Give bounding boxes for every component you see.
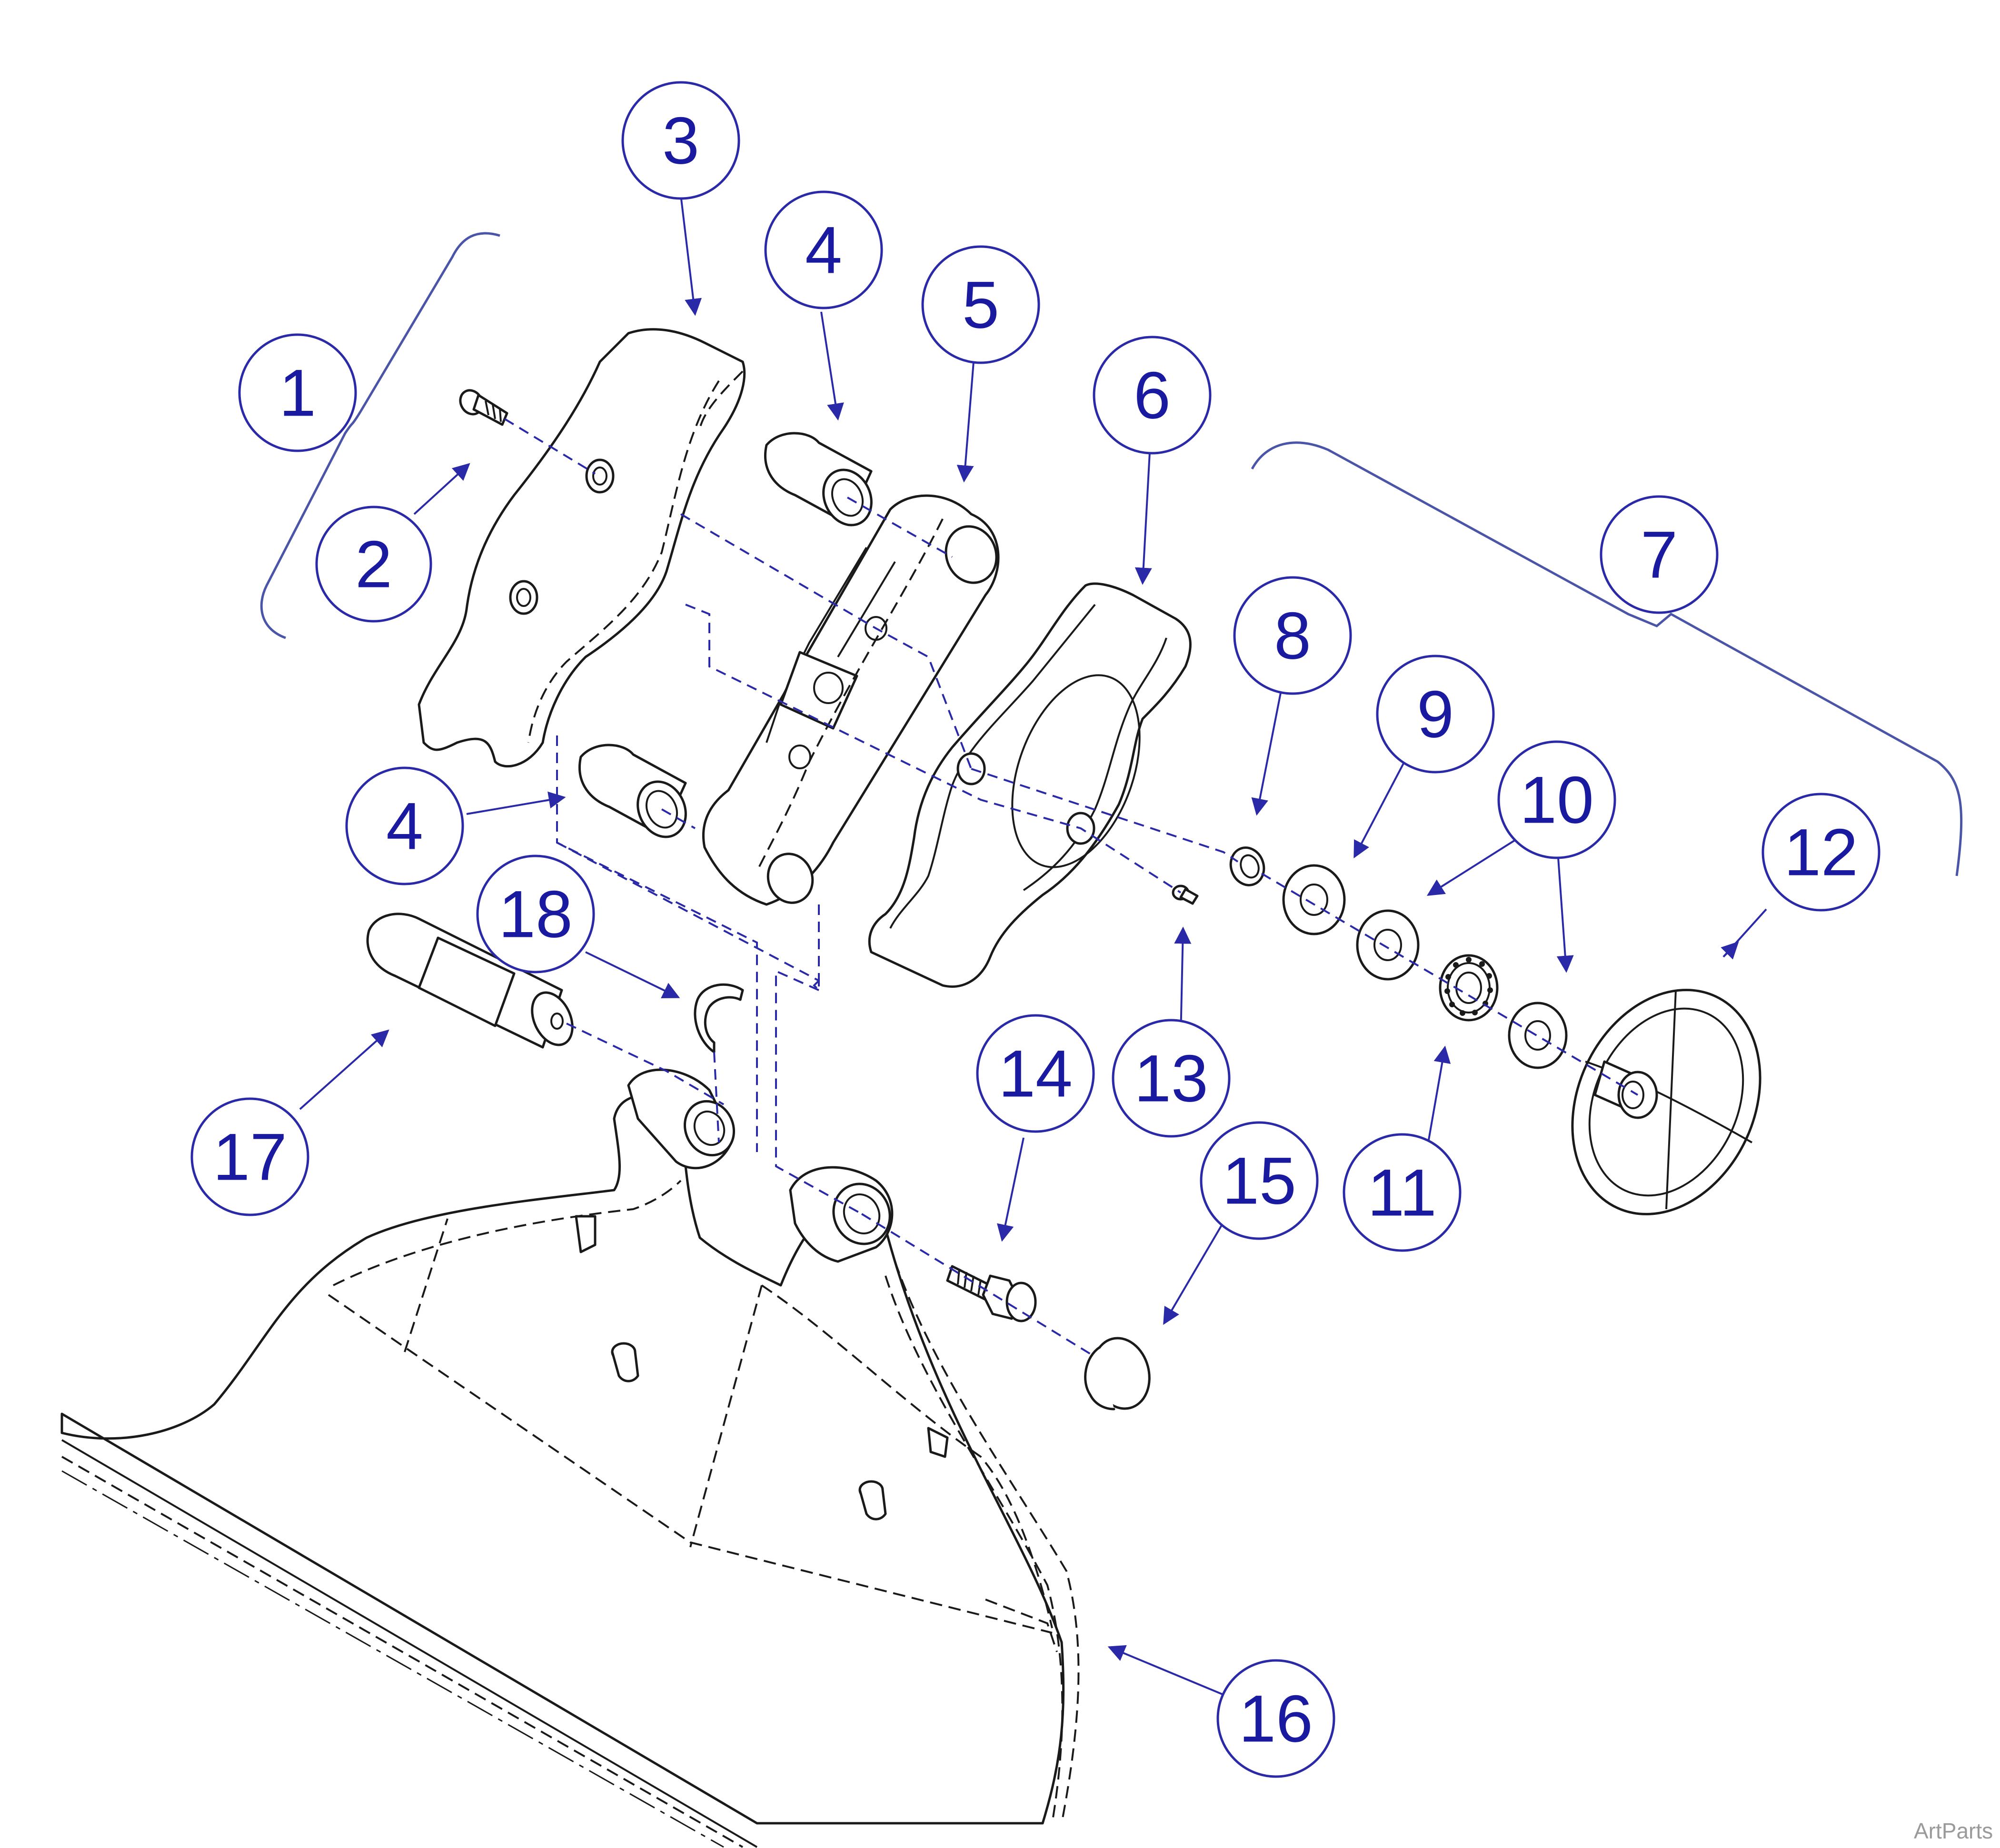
bracket-assembly-1 [260, 232, 500, 639]
callout-label: 10 [1520, 763, 1594, 837]
callout-label: 18 [498, 877, 573, 952]
washer-part-10a [1356, 909, 1420, 981]
washer-part-9 [1282, 864, 1346, 935]
callout-label: 4 [805, 213, 842, 288]
callout-12: 12 [1761, 793, 1881, 912]
bushing-lower-part [578, 744, 687, 838]
small-ring-part [1229, 846, 1265, 886]
needle-bearing-part [1439, 954, 1499, 1022]
callout-label: 2 [355, 527, 392, 602]
callout-label: 14 [998, 1036, 1073, 1111]
callout-8: 8 [1233, 576, 1352, 695]
callout-label: 12 [1784, 815, 1858, 890]
cap-part [1084, 1337, 1151, 1411]
retaining-clip-part [694, 983, 744, 1053]
callout-3: 3 [621, 81, 740, 200]
screw-part [459, 389, 508, 426]
callout-14: 14 [976, 1014, 1095, 1133]
washer-part-10b [1508, 1002, 1568, 1069]
callout-label: 15 [1222, 1143, 1296, 1218]
callout-16: 16 [1216, 1659, 1335, 1778]
callout-label: 17 [213, 1120, 287, 1194]
callout-label: 7 [1641, 517, 1678, 592]
callout-6: 6 [1093, 336, 1212, 455]
callout-15: 15 [1200, 1121, 1319, 1240]
callout-10: 10 [1497, 740, 1616, 859]
cover-part [418, 328, 746, 768]
callout-7: 7 [1600, 495, 1719, 614]
callout-label: 16 [1239, 1681, 1313, 1756]
callout-leaders [299, 195, 1767, 1696]
callout-4-upper: 4 [764, 190, 883, 309]
callout-label: 13 [1134, 1041, 1208, 1116]
callout-label: 8 [1274, 598, 1311, 673]
callout-label: 9 [1417, 677, 1454, 752]
callout-label: 1 [279, 356, 316, 430]
knob-part [1571, 989, 1761, 1215]
callout-5: 5 [921, 245, 1040, 364]
callout-label: 3 [662, 103, 699, 178]
bushing-upper-part [764, 432, 873, 527]
callout-label: 11 [1367, 1155, 1436, 1230]
callout-11: 11 [1343, 1133, 1462, 1252]
knurled-pin-part [366, 913, 574, 1049]
callout-2: 2 [315, 506, 432, 623]
link-arm-part [702, 494, 1000, 906]
callout-4-lower: 4 [345, 766, 464, 885]
callout-18: 18 [476, 854, 595, 974]
callout-label: 4 [386, 789, 423, 864]
callout-label: 5 [962, 268, 999, 342]
watermark-text: ArtParts [1914, 1818, 1993, 1843]
callout-17: 17 [190, 1097, 309, 1216]
bracket-assembly-7 [1251, 441, 1963, 876]
hex-bolt-part [946, 1265, 1037, 1322]
callout-1: 1 [238, 333, 357, 452]
callout-13: 13 [1112, 1019, 1231, 1138]
small-screw-part [1172, 884, 1199, 905]
callout-label: 6 [1134, 358, 1171, 433]
assembly-axes [504, 418, 1639, 1358]
callout-9: 9 [1376, 655, 1495, 774]
